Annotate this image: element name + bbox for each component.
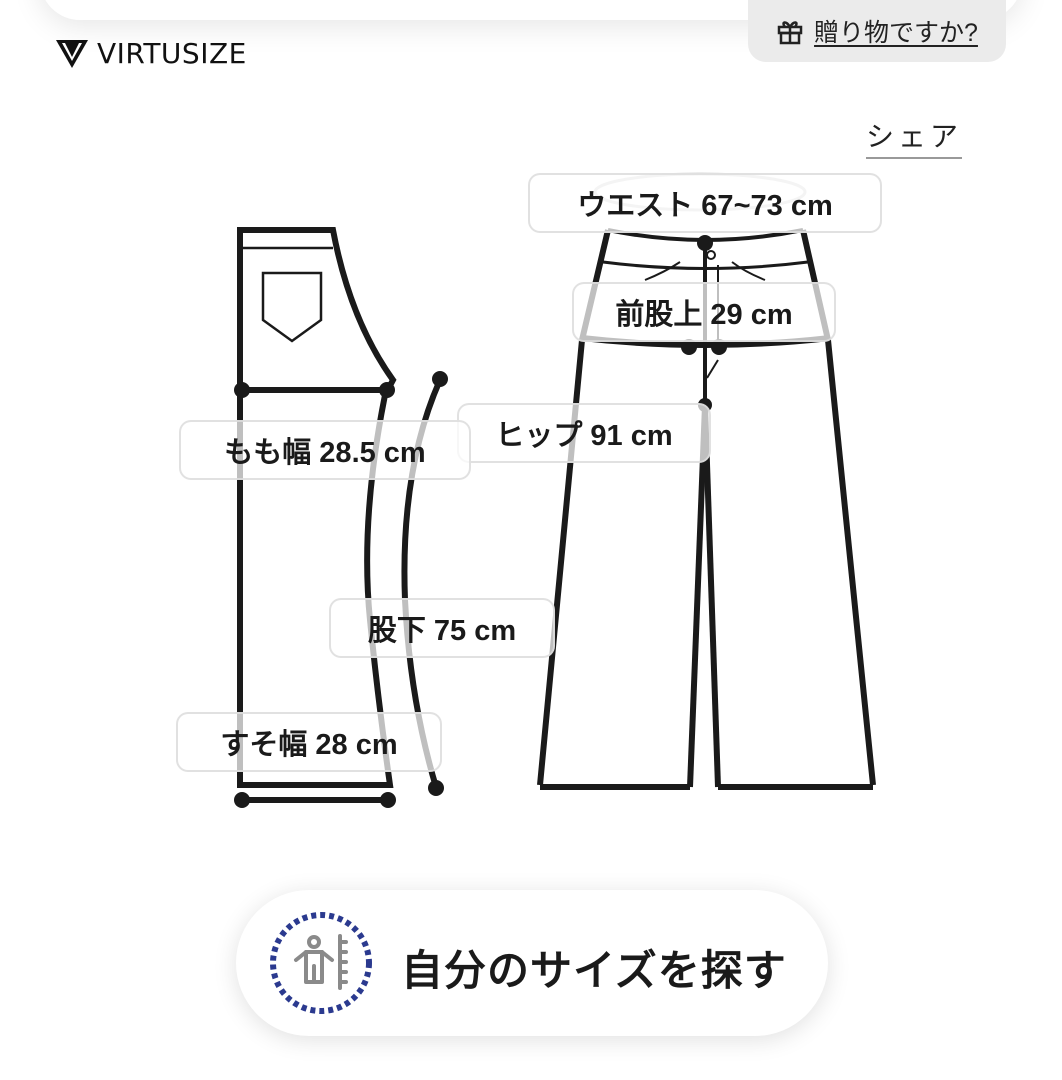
virtusize-logo: VIRTUSIZE — [55, 37, 247, 70]
thigh-width-measurement-label[interactable]: もも幅 28.5 cm — [179, 420, 471, 480]
inseam-measurement-label[interactable]: 股下 75 cm — [329, 598, 555, 658]
brand-name: VIRTUSIZE — [97, 37, 247, 70]
hip-measurement-label[interactable]: ヒップ 91 cm — [457, 403, 711, 463]
front-rise-measurement-label[interactable]: 前股上 29 cm — [572, 282, 836, 342]
gift-icon — [777, 21, 803, 45]
body-measure-icon — [270, 912, 372, 1014]
waist-measurement-label[interactable]: ウエスト 67~73 cm — [528, 173, 882, 233]
virtusize-v-icon — [56, 39, 88, 68]
share-link[interactable]: シェア — [866, 115, 963, 159]
gift-link-label: 贈り物ですか? — [814, 19, 978, 47]
front-view-pants — [537, 172, 876, 790]
find-my-size-button[interactable]: 自分のサイズを探す — [236, 890, 828, 1036]
find-my-size-label: 自分のサイズを探す — [401, 947, 787, 994]
measurement-dots — [234, 235, 727, 808]
hem-width-measurement-label[interactable]: すそ幅 28 cm — [176, 712, 442, 772]
gift-button[interactable]: 贈り物ですか? — [748, 0, 1006, 62]
